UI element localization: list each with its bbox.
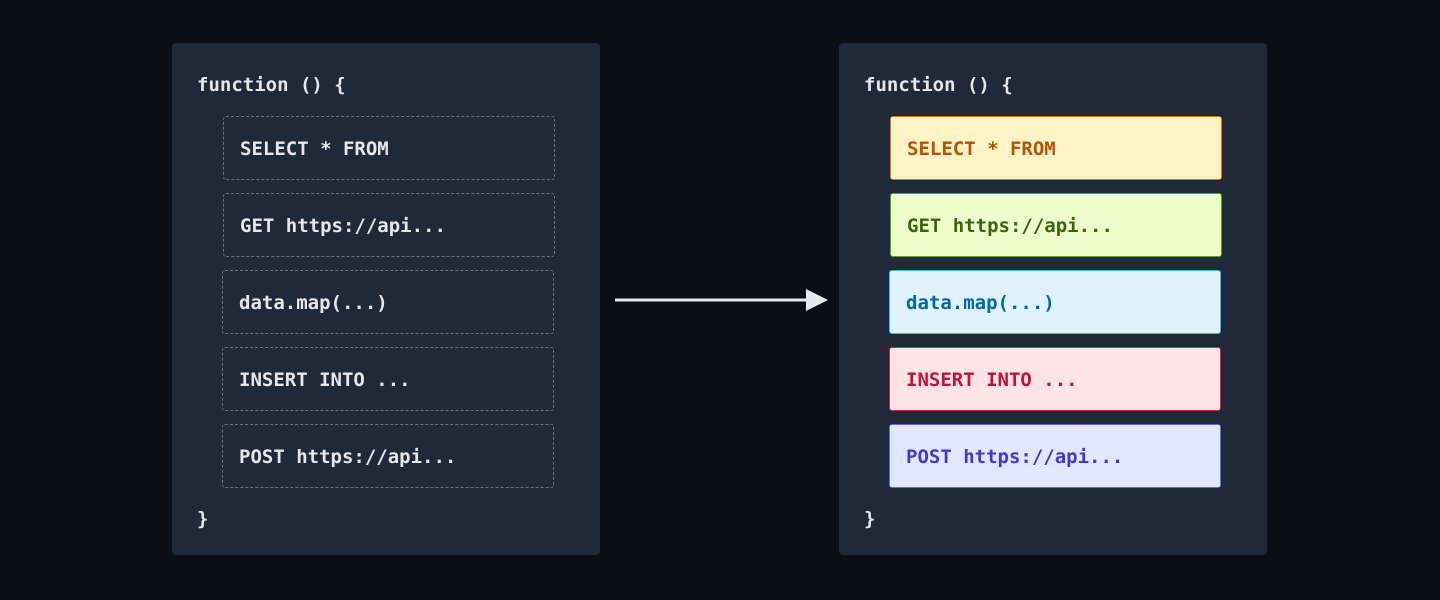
before-panel: function () { SELECT * FROM GET https://…	[172, 43, 600, 555]
function-close: }	[197, 508, 209, 530]
function-close: }	[864, 508, 876, 530]
transform-arrow-icon	[615, 289, 828, 311]
post-block: POST https://api...	[222, 424, 554, 488]
insert-block: INSERT INTO ...	[222, 347, 554, 411]
map-block: data.map(...)	[222, 270, 554, 334]
post-block: POST https://api...	[889, 424, 1221, 488]
arrow-head	[806, 289, 828, 311]
insert-block: INSERT INTO ...	[889, 347, 1221, 411]
select-block: SELECT * FROM	[223, 116, 555, 180]
function-open: function () {	[864, 74, 1013, 96]
map-block: data.map(...)	[889, 270, 1221, 334]
after-panel: function () { SELECT * FROM GET https://…	[839, 43, 1267, 555]
select-block: SELECT * FROM	[890, 116, 1222, 180]
function-open: function () {	[197, 74, 346, 96]
get-block: GET https://api...	[223, 193, 555, 257]
get-block: GET https://api...	[890, 193, 1222, 257]
